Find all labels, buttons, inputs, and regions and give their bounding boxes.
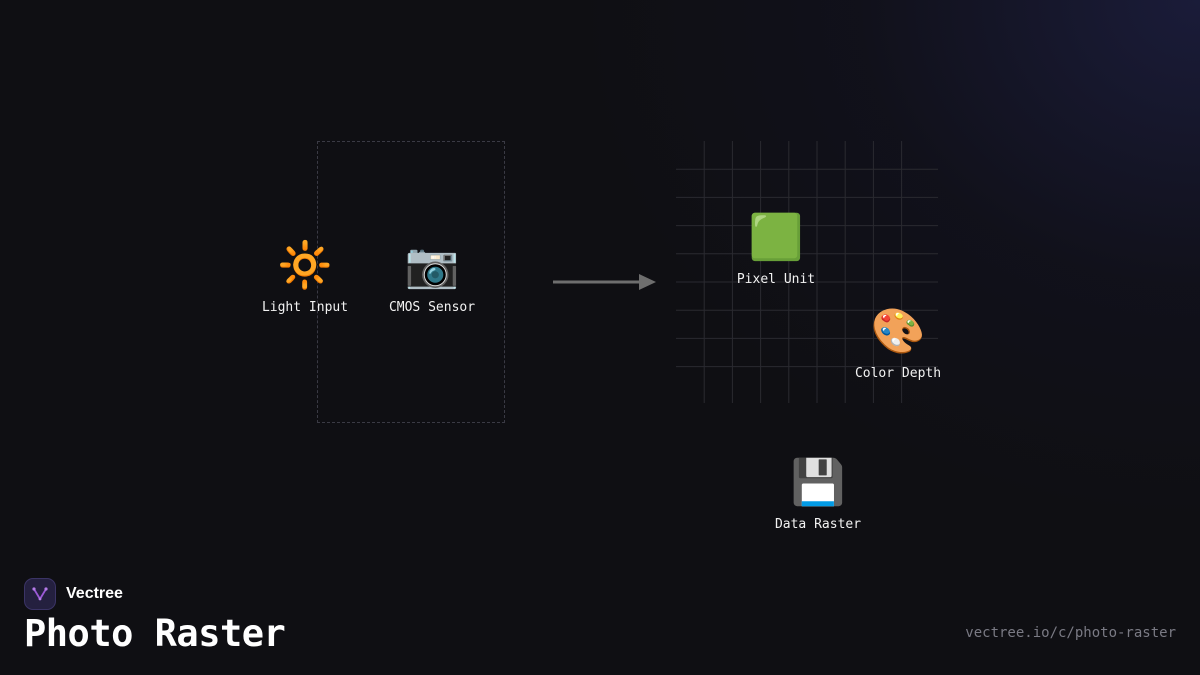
pixel-grid-lines	[676, 141, 938, 403]
node-color-depth: 🎨 Color Depth	[833, 306, 963, 382]
camera-icon: 📷	[404, 240, 460, 291]
node-label-color-depth: Color Depth	[854, 366, 942, 381]
node-label-pixel-unit: Pixel Unit	[736, 272, 816, 287]
node-pixel-unit: 🟩 Pixel Unit	[711, 212, 841, 288]
node-label-data-raster: Data Raster	[774, 517, 862, 532]
node-label-cmos-sensor: CMOS Sensor	[388, 300, 476, 315]
footer-url-link[interactable]: vectree.io/c/photo-raster	[965, 625, 1176, 641]
node-light-input: 🔆 Light Input	[240, 240, 370, 316]
green-square-icon: 🟩	[748, 212, 804, 263]
node-label-light-input: Light Input	[261, 300, 349, 315]
brand[interactable]: Vectree	[24, 577, 123, 611]
vectree-logo-icon	[24, 578, 56, 610]
node-cmos-sensor: 📷 CMOS Sensor	[367, 240, 497, 316]
sun-icon: 🔆	[277, 240, 333, 291]
palette-icon: 🎨	[870, 306, 926, 357]
page-title: Photo Raster	[24, 612, 286, 655]
floppy-disk-icon: 💾	[790, 457, 846, 508]
node-data-raster: 💾 Data Raster	[753, 457, 883, 533]
capture-group-box	[317, 141, 505, 423]
flow-arrow	[552, 272, 658, 292]
brand-name: Vectree	[66, 585, 123, 602]
pixel-grid	[676, 141, 938, 403]
